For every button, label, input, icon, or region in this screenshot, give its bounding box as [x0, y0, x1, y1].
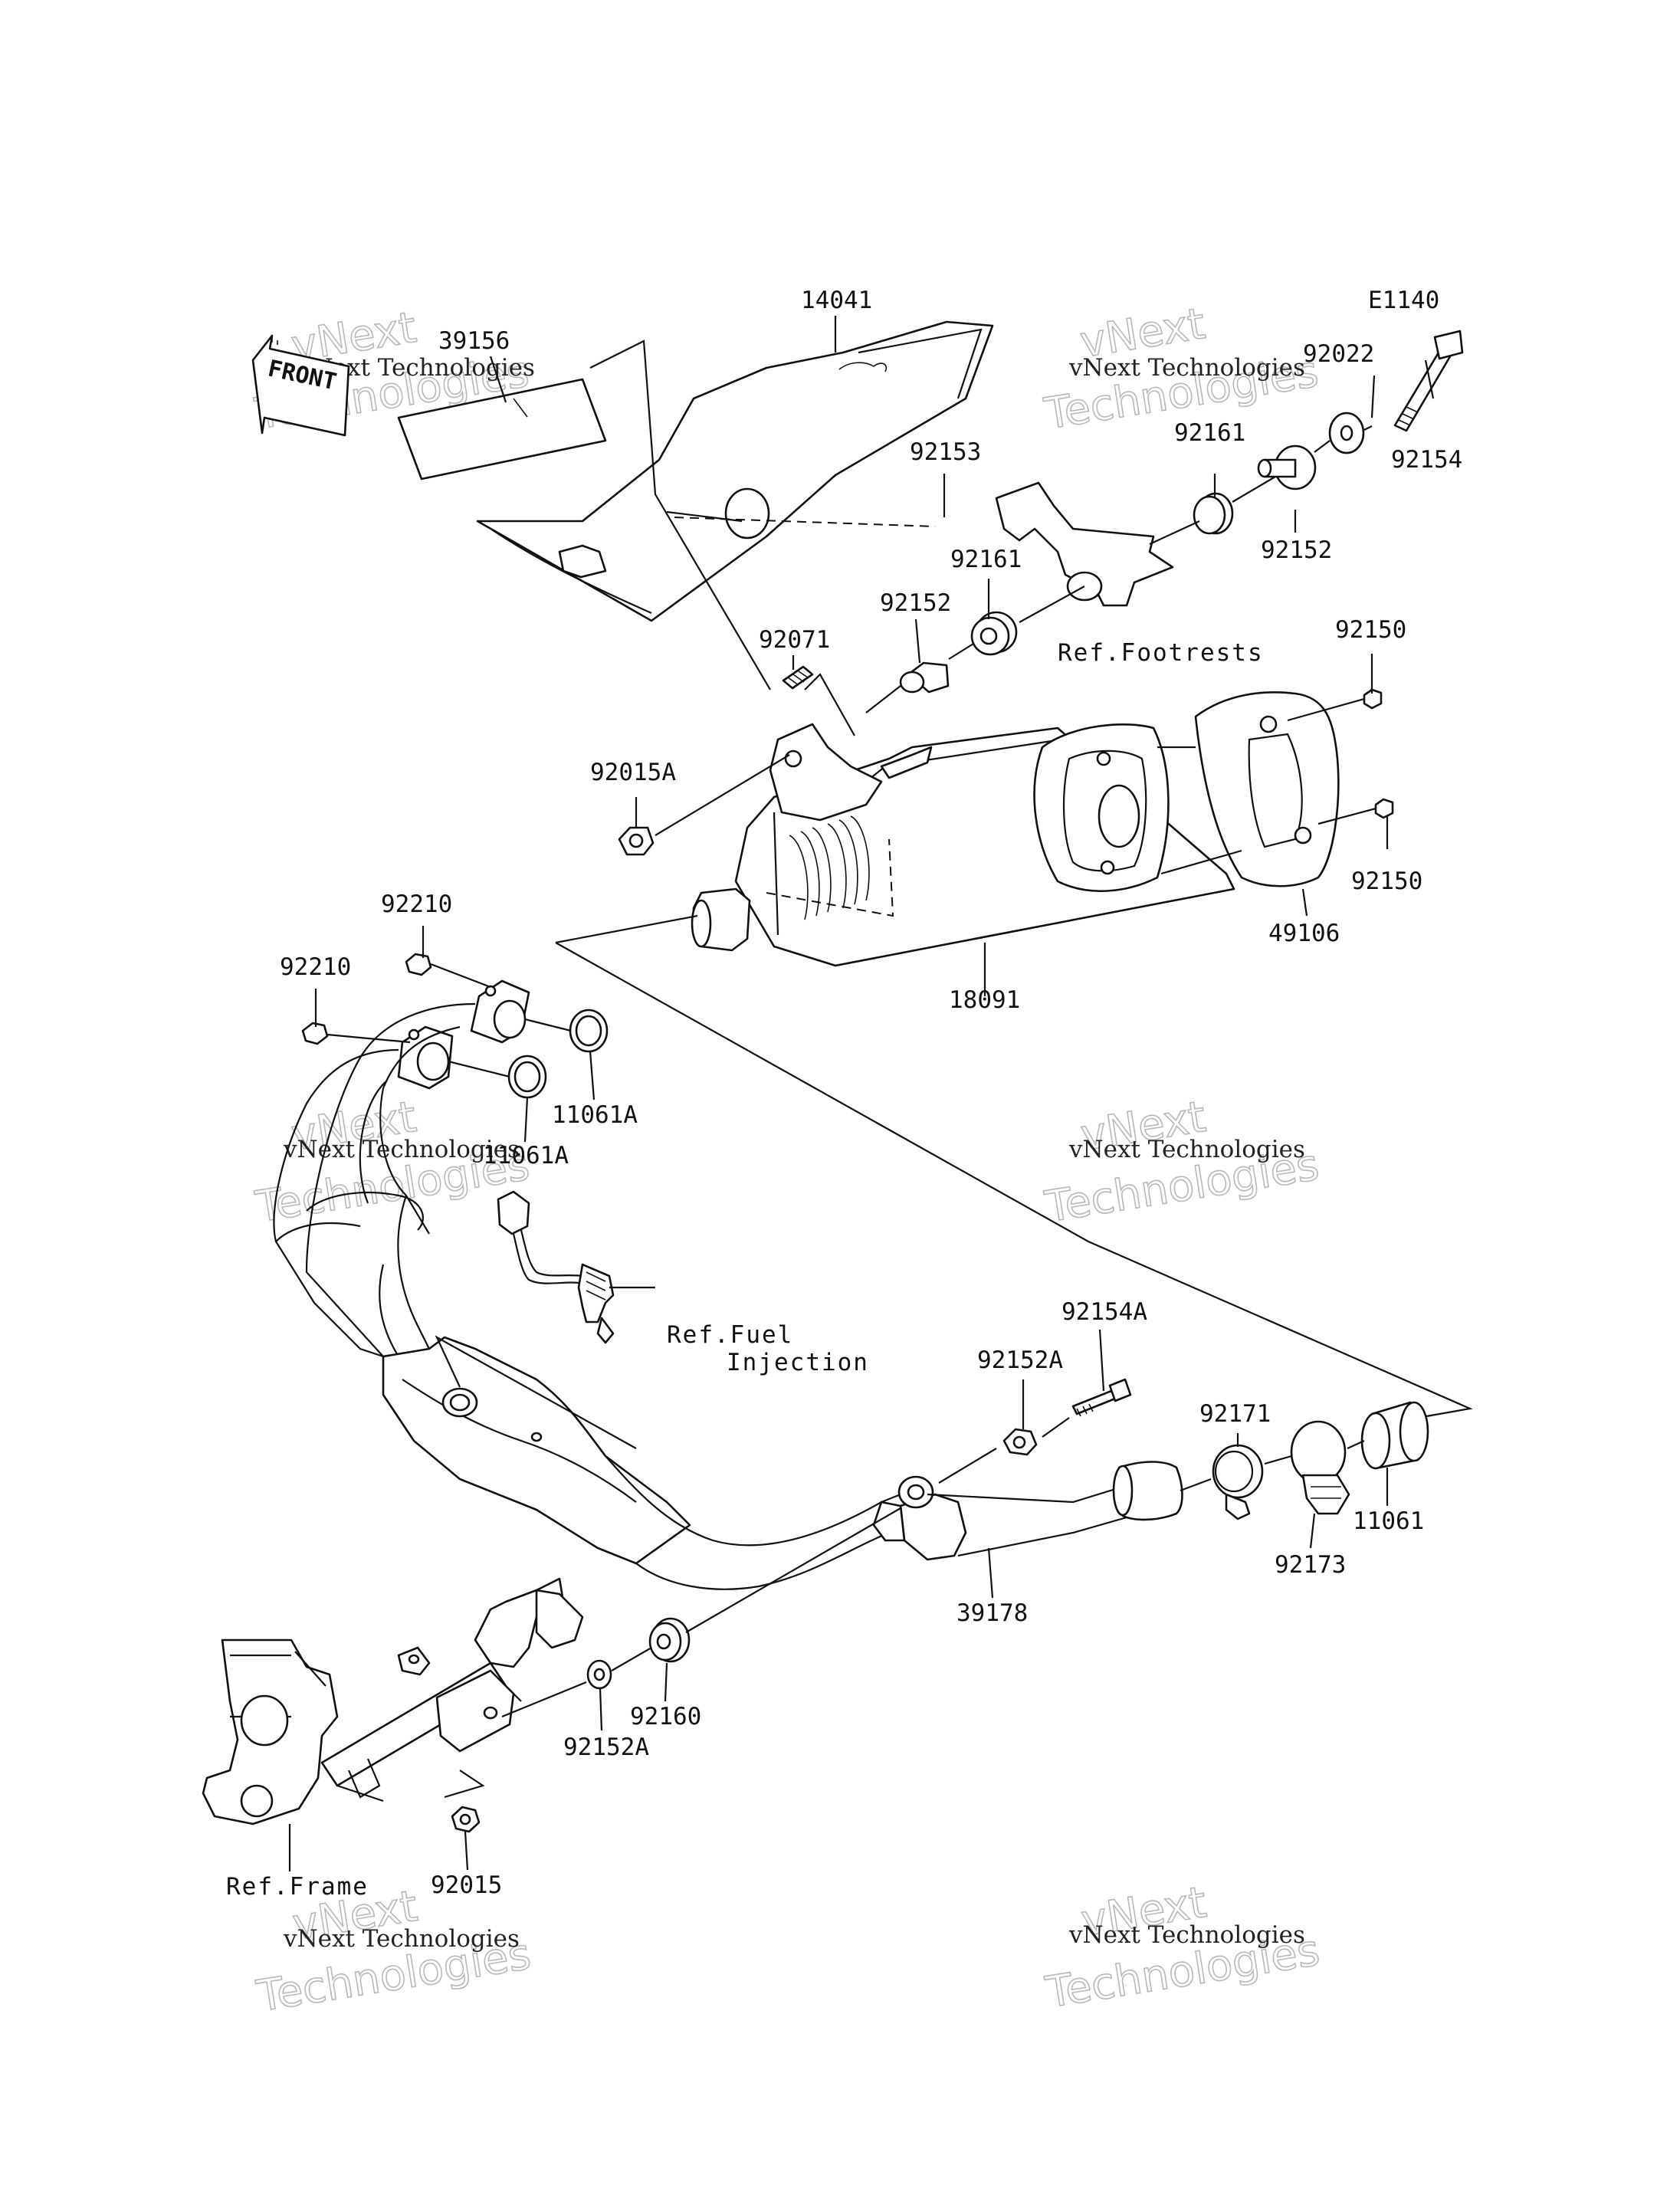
assembly-guide-line	[655, 754, 790, 836]
grommet-92161-upper-part	[1193, 492, 1234, 535]
assembly-guide-line	[1287, 697, 1376, 825]
collar-92152-lower-part	[899, 661, 950, 694]
cover-49106-part	[1194, 691, 1340, 887]
gasket-11061A-lower-part	[507, 1055, 547, 1099]
assembly-guide-line	[435, 1335, 637, 1449]
watermark-line1: vNext Technologies	[1068, 354, 1305, 382]
nut-92210-upper-part	[405, 953, 432, 976]
grommet-92160-part	[648, 1617, 691, 1663]
clamp-92173-part	[1290, 1420, 1350, 1515]
label-39178: 39178	[956, 1599, 1028, 1627]
seat-cowl-part	[476, 320, 994, 622]
assembly-guide-line	[444, 1770, 485, 1799]
label-92154: 92154	[1391, 446, 1462, 474]
label-92161-upper: 92161	[1174, 419, 1245, 447]
exhaust-header-part	[273, 979, 1183, 1590]
label-92161-lower: 92161	[950, 546, 1022, 573]
label-92152-upper: 92152	[1261, 536, 1332, 564]
label-11061A-lower: 11061A	[483, 1142, 569, 1169]
assembly-guide-line	[666, 510, 743, 523]
ref-footrests: Ref.Footrests	[1058, 639, 1264, 667]
watermark-line1: vNext Technologies	[283, 1925, 520, 1953]
label-11061: 11061	[1353, 1507, 1424, 1535]
frame-bracket-part	[202, 1577, 584, 1825]
muffler-part	[691, 723, 1235, 967]
label-92153: 92153	[910, 438, 981, 466]
assembly-guide-line	[1149, 425, 1373, 545]
assembly-guide-line	[589, 339, 771, 690]
label-92015: 92015	[431, 1871, 502, 1899]
bolt-path-line	[674, 517, 936, 527]
label-92154A: 92154A	[1061, 1298, 1147, 1326]
label-92150-upper: 92150	[1335, 616, 1406, 644]
label-92022: 92022	[1303, 340, 1374, 368]
nut-92210-lower-part	[301, 1022, 329, 1045]
label-92152A-lower: 92152A	[563, 1734, 649, 1761]
collar-92152A-lower-part	[586, 1659, 612, 1690]
label-92152-lower: 92152	[880, 589, 951, 617]
label-92071: 92071	[759, 626, 830, 654]
label-92171: 92171	[1199, 1400, 1271, 1428]
assembly-guide-line	[865, 586, 1085, 713]
label-92210-upper: 92210	[381, 891, 452, 918]
grommet-92161-lower-part	[970, 611, 1018, 656]
leader-lines	[288, 316, 1435, 1871]
nut-92015A-part	[618, 826, 655, 856]
label-49106: 49106	[1268, 920, 1340, 947]
watermark-line1: vNext Technologies	[1068, 1136, 1305, 1163]
screw-92150-lower-part	[1374, 798, 1394, 819]
ref-frame: Ref.Frame	[226, 1873, 369, 1901]
sticker-part	[397, 378, 607, 481]
watermark-line1: vNext Technologies	[1068, 1921, 1305, 1949]
assembly-guide-line	[804, 673, 855, 736]
label-92160: 92160	[630, 1703, 701, 1730]
label-92015A: 92015A	[590, 759, 676, 786]
collar-92152A-upper-part	[1002, 1428, 1038, 1456]
gasket-11061-part	[1360, 1401, 1429, 1470]
washer-92022-hole	[1340, 425, 1354, 441]
assembly-guide-line	[555, 914, 1473, 1419]
assembly-guide-line	[501, 1507, 901, 1718]
assembly-guide-line	[938, 1417, 1070, 1484]
collar-92152-upper-part	[1257, 444, 1317, 490]
label-92210-lower: 92210	[280, 953, 351, 981]
assembly-guide-line	[1180, 1439, 1365, 1492]
gasket-11061A-upper-part	[569, 1009, 609, 1053]
part-labels: 14041 39156 92022 92154 92161 92152 9215…	[280, 287, 1462, 1899]
clamp-92171-part	[1212, 1444, 1264, 1520]
ref-fuel-line1: Ref.Fuel	[667, 1321, 793, 1349]
label-11061A-upper: 11061A	[552, 1101, 638, 1129]
label-18091: 18091	[949, 986, 1020, 1014]
assembly-guide-line	[448, 1018, 572, 1078]
assembly-guide-line	[1157, 746, 1242, 875]
assembly-guide-line	[326, 963, 491, 1044]
label-39156: 39156	[438, 327, 510, 355]
label-92152A-upper: 92152A	[977, 1347, 1063, 1374]
bolt-92154-part	[1393, 330, 1464, 432]
label-14041: 14041	[801, 287, 872, 314]
label-92150-lower: 92150	[1351, 868, 1422, 895]
nut-92015-part	[451, 1806, 481, 1833]
bolt-92154A-part	[1071, 1378, 1132, 1417]
label-92173: 92173	[1275, 1551, 1346, 1579]
reference-labels: Ref.Footrests Ref.Fuel Injection Ref.Fra…	[226, 639, 1264, 1901]
spring-92071-part	[782, 665, 814, 690]
oxygen-sensor-part	[497, 1190, 615, 1344]
ref-fuel-line2: Injection	[727, 1349, 869, 1376]
diagram-code: E1140	[1368, 287, 1439, 314]
front-arrow-icon: FRONT	[251, 334, 350, 437]
